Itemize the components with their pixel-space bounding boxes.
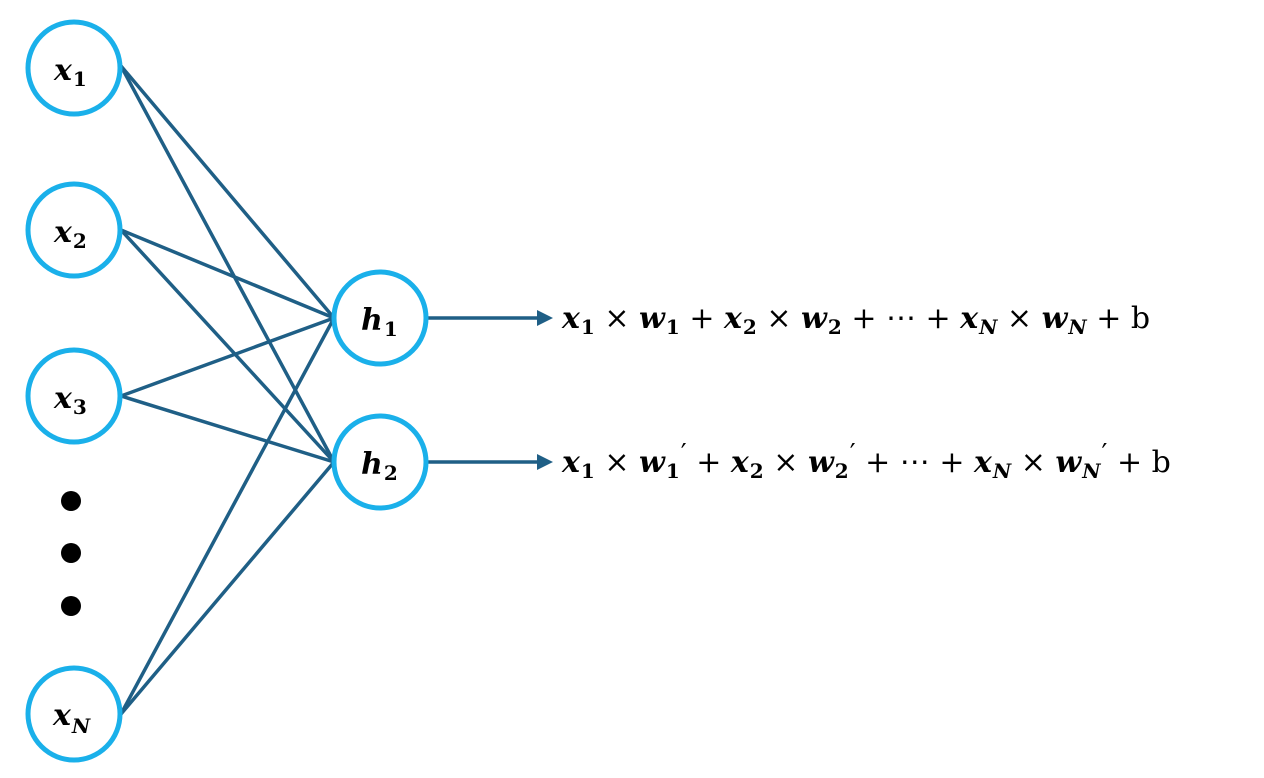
arrow-h2-head	[537, 454, 553, 470]
input-node-xN: xN	[25, 665, 123, 763]
ellipsis-dots	[61, 491, 81, 616]
svg-text:h2: h2	[361, 447, 398, 485]
edge-xN-h2	[119, 460, 336, 716]
svg-text:xN: xN	[52, 698, 91, 738]
equation-token: x	[959, 301, 979, 336]
edge-x1-h2	[119, 65, 336, 463]
edge-x1-h1	[119, 64, 336, 320]
equation-token: +	[687, 445, 731, 480]
svg-text:h1: h1	[361, 303, 398, 341]
svg-text:x2: x2	[53, 215, 87, 253]
equation-token: ×	[997, 301, 1041, 336]
equation-token: ′	[850, 439, 856, 469]
equation-token: x	[973, 445, 993, 480]
ellipsis-dot	[61, 491, 81, 511]
equation-token: 1	[666, 315, 680, 339]
equation-token: 1	[581, 315, 595, 339]
equation-token: + ⋯ +	[842, 301, 960, 336]
equation-token: ′	[681, 439, 687, 469]
equation-token: N	[978, 315, 998, 339]
equation-token: + b	[1107, 445, 1170, 480]
equation-token: ′	[1102, 439, 1108, 469]
equation-token: w	[1055, 445, 1082, 480]
equation-token: 2	[750, 459, 764, 483]
equation-token: + ⋯ +	[856, 445, 974, 480]
equation-token: x	[561, 301, 581, 336]
equation-token: ×	[595, 445, 639, 480]
equation-token: N	[1081, 459, 1101, 483]
equation-token: N	[992, 459, 1012, 483]
equation-token: w	[801, 301, 828, 336]
equation-token: N	[1067, 315, 1087, 339]
equation-token: 2	[828, 315, 842, 339]
equation-token: 2	[743, 315, 757, 339]
ellipsis-dot	[61, 596, 81, 616]
hidden-node-h1: h1	[331, 269, 429, 367]
output-arrows	[428, 310, 553, 470]
input-node-x2: x2	[25, 181, 123, 279]
equation-token: x	[730, 445, 750, 480]
equation-h1: x1 × w1 + x2 × w2 + ⋯ + xN × wN + b	[561, 301, 1150, 339]
equation-token: w	[808, 445, 835, 480]
equation-token: + b	[1087, 301, 1150, 336]
edge-x2-h2	[119, 228, 336, 464]
equation-token: 1	[581, 459, 595, 483]
equation-token: ×	[1011, 445, 1055, 480]
equation-token: w	[1042, 301, 1069, 336]
equation-token: ×	[595, 301, 639, 336]
equation-token: ×	[764, 445, 808, 480]
equation-token: w	[639, 301, 666, 336]
input-node-x3: x3	[25, 347, 123, 445]
equation-token: x	[723, 301, 743, 336]
ellipsis-dot	[61, 543, 81, 563]
edge-x2-h1	[120, 228, 335, 320]
input-node-x1: x1	[25, 19, 123, 117]
svg-text:x1: x1	[53, 53, 87, 91]
connection-edges	[119, 64, 336, 716]
edge-x3-h2	[120, 394, 335, 464]
equation-token: 1	[666, 459, 680, 483]
equation-token: ×	[757, 301, 801, 336]
equation-token: w	[639, 445, 666, 480]
edge-xN-h1	[119, 317, 336, 715]
svg-text:x3: x3	[53, 381, 87, 419]
arrow-h1-head	[537, 310, 553, 326]
equation-token: +	[680, 301, 724, 336]
equation-token: x	[561, 445, 581, 480]
hidden-node-h2: h2	[331, 413, 429, 511]
equation-token: 2	[835, 459, 849, 483]
edge-x3-h1	[120, 316, 335, 398]
equation-h2: x1 × w1′ + x2 × w2′ + ⋯ + xN × wN′ + b	[561, 439, 1171, 483]
